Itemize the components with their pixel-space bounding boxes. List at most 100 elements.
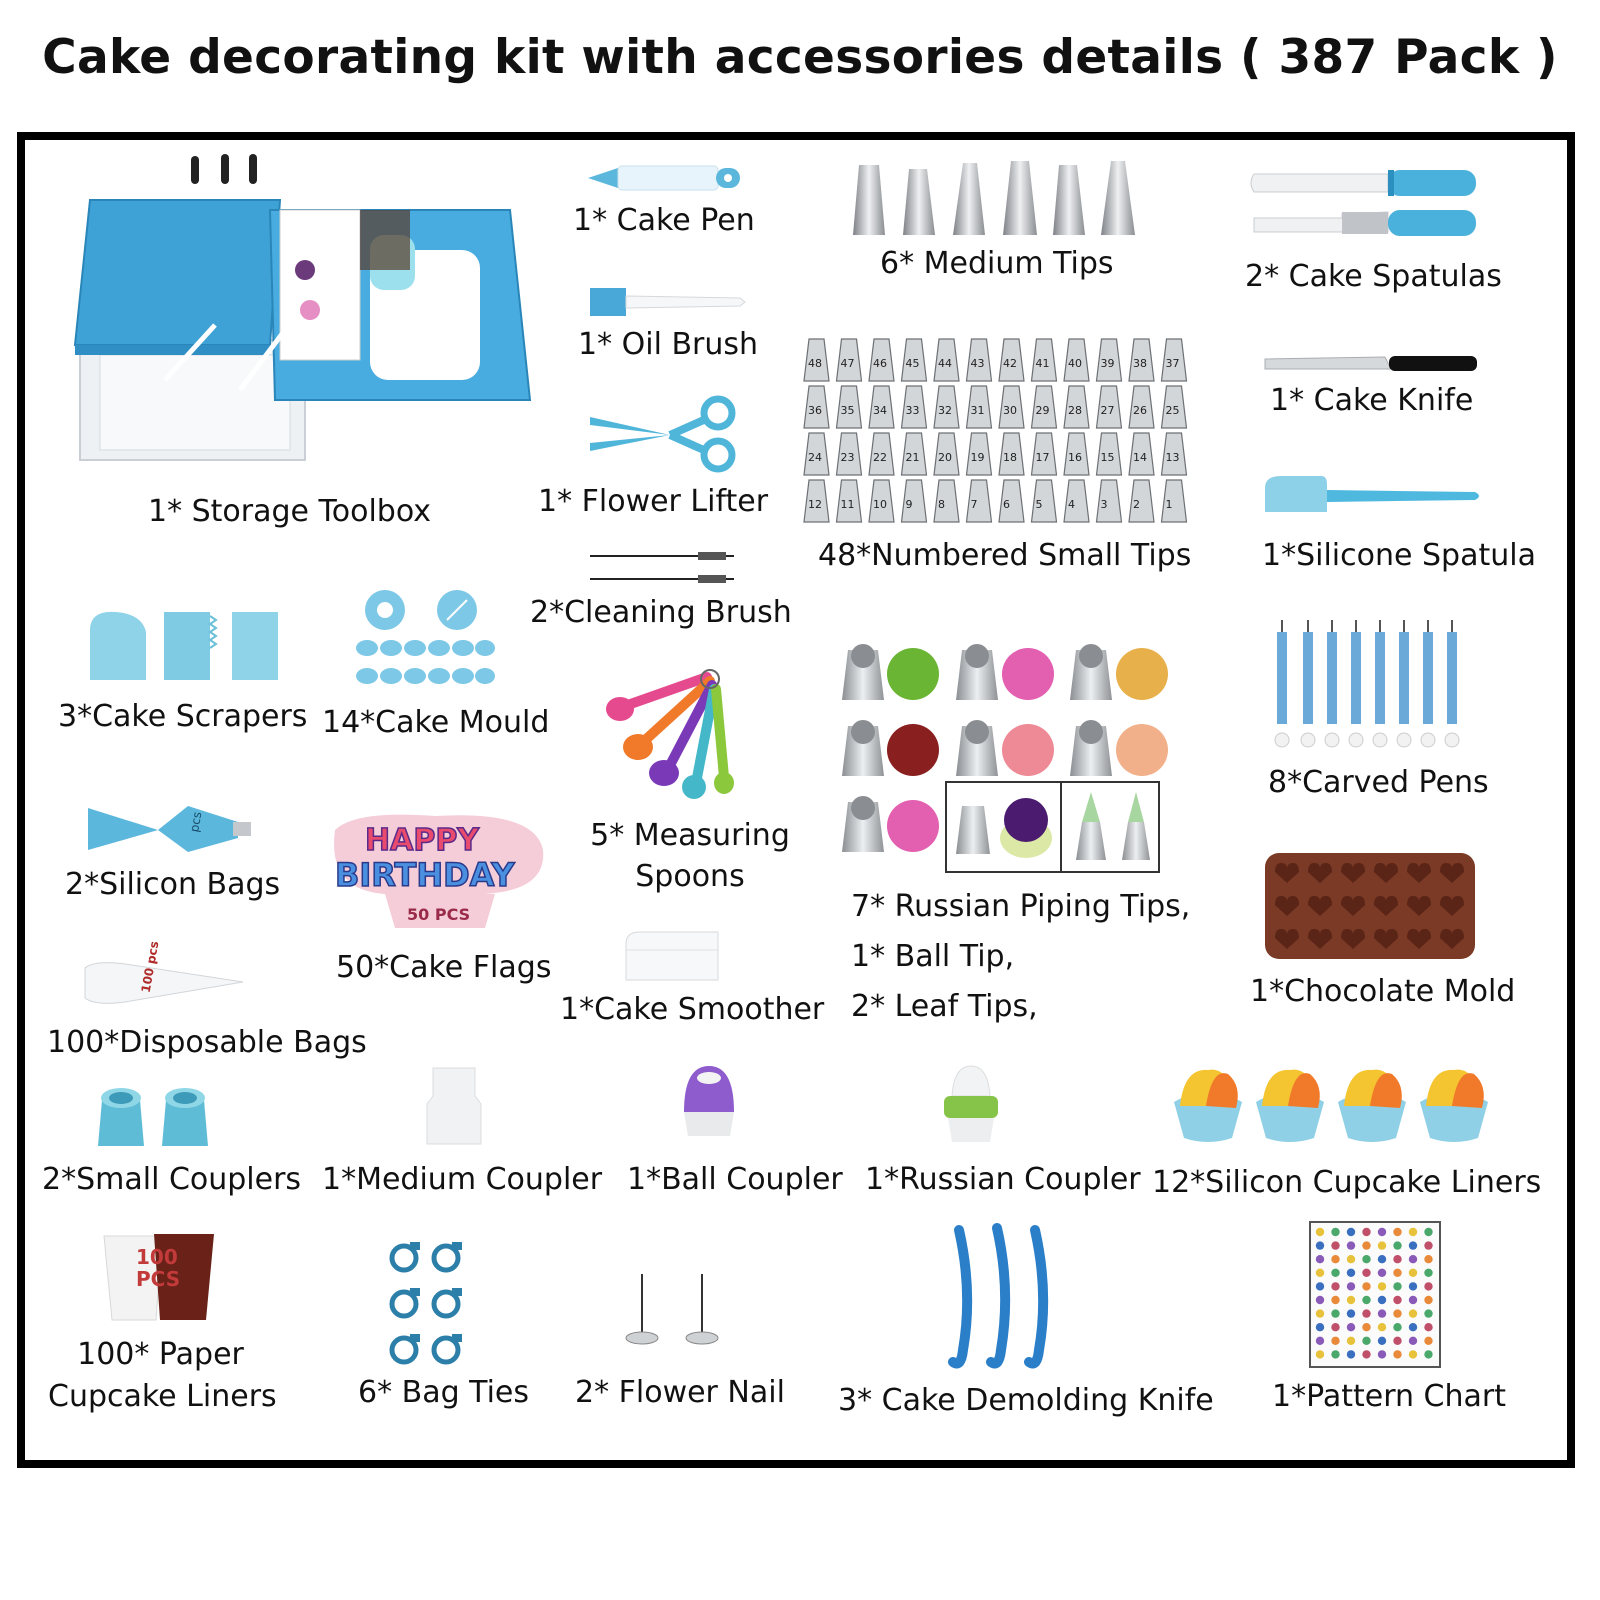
heart-cavity (1275, 896, 1299, 916)
carved-pens-label: 8*Carved Pens (1268, 765, 1489, 800)
tip-number: 18 (1003, 451, 1017, 464)
storage-toolbox-label: 1* Storage Toolbox (148, 494, 432, 529)
numbered-tip: 19 (965, 432, 993, 476)
numbered-tip: 48 (803, 338, 830, 382)
heart-cavity (1440, 863, 1464, 883)
cake-scrapers-image (90, 611, 278, 680)
flag-count: 50 PCS (407, 905, 470, 924)
chocolate-mold-image (1265, 853, 1475, 959)
medium-coupler-image (426, 1067, 482, 1145)
cake-flags-label: 50*Cake Flags (336, 950, 552, 985)
pattern-dot (1377, 1295, 1387, 1305)
heart-cavity (1308, 929, 1332, 949)
pattern-dot (1377, 1241, 1387, 1250)
pattern-dot (1331, 1282, 1340, 1291)
silicon-liner (1420, 1069, 1488, 1142)
pattern-dot (1346, 1227, 1356, 1237)
numbered-tip: 27 (1095, 385, 1123, 429)
cleaning-brush-image (590, 552, 734, 583)
pattern-dot (1424, 1350, 1433, 1359)
numbered-tip: 11 (835, 479, 863, 523)
pattern-dot (1393, 1268, 1402, 1277)
pattern-dot (1362, 1241, 1371, 1250)
numbered-tip: 2 (1128, 479, 1155, 523)
numbered-tip: 44 (933, 338, 960, 382)
bag-ties-label: 6* Bag Ties (358, 1375, 529, 1410)
pattern-dot (1315, 1309, 1325, 1318)
tip-number: 12 (808, 498, 822, 511)
numbered-tip: 20 (933, 432, 960, 476)
tip-number: 10 (873, 498, 887, 511)
oil-brush-image (590, 288, 746, 316)
numbered-tip: 34 (868, 385, 895, 429)
numbered-tip: 14 (1128, 432, 1155, 476)
pattern-dot (1377, 1309, 1387, 1318)
tip-number: 29 (1036, 404, 1050, 417)
numbered-tip: 18 (998, 432, 1025, 476)
heart-cavity (1374, 863, 1398, 883)
toolbox-tips-icon (191, 154, 257, 184)
pattern-dot (1362, 1268, 1371, 1277)
tip-number: 38 (1133, 357, 1147, 370)
tip-number: 45 (906, 357, 920, 370)
pattern-dot (1315, 1268, 1325, 1277)
pattern-dot (1377, 1350, 1387, 1359)
numbered-tip: 25 (1160, 385, 1188, 429)
pattern-dot (1424, 1323, 1433, 1332)
numbered-tip: 1 (1160, 479, 1188, 523)
pattern-dot (1346, 1336, 1356, 1345)
pattern-dot (1331, 1323, 1340, 1332)
pattern-dot (1331, 1227, 1340, 1237)
numbered-tip: 36 (803, 385, 830, 429)
tip-number: 8 (938, 498, 945, 511)
tip-number: 33 (906, 404, 920, 417)
pattern-dot (1408, 1268, 1418, 1277)
numbered-tip: 37 (1160, 338, 1188, 382)
tip-number: 46 (873, 357, 887, 370)
medium-coupler-label: 1*Medium Coupler (322, 1162, 603, 1197)
pattern-dot (1393, 1323, 1402, 1332)
tip-number: 3 (1101, 498, 1108, 511)
silicone-spatula-label: 1*Silicone Spatula (1262, 538, 1536, 573)
disposable-bags-label: 100*Disposable Bags (47, 1025, 367, 1060)
tip-number: 2 (1133, 498, 1140, 511)
pattern-dot (1377, 1255, 1387, 1264)
numbered-tip: 3 (1095, 479, 1123, 523)
tip-number: 16 (1068, 451, 1082, 464)
pattern-dot (1393, 1350, 1402, 1359)
russian-tips-image (842, 644, 1168, 873)
tip-number: 41 (1036, 357, 1050, 370)
pattern-dot (1331, 1255, 1340, 1264)
numbered-tip: 30 (998, 385, 1025, 429)
tip-number: 35 (841, 404, 855, 417)
pattern-dot (1377, 1336, 1387, 1345)
numbered-small-tips-label: 48*Numbered Small Tips (818, 538, 1192, 573)
pattern-dot (1362, 1323, 1371, 1332)
measuring-spoons-image (606, 669, 734, 799)
cake-knife-image (1264, 356, 1477, 371)
tip-number: 34 (873, 404, 887, 417)
cake-mould-image (356, 590, 495, 684)
pattern-dot (1408, 1336, 1418, 1345)
numbered-tip: 46 (868, 338, 895, 382)
heart-cavity (1407, 863, 1431, 883)
cake-flags-image: HAPPY BIRTHDAY 50 PCS (334, 814, 544, 928)
pattern-dot (1331, 1336, 1340, 1345)
cake-demolding-knife-label: 3* Cake Demolding Knife (838, 1383, 1214, 1418)
numbered-tip: 6 (998, 479, 1025, 523)
small-couplers-label: 2*Small Couplers (42, 1162, 302, 1197)
pattern-dot (1408, 1255, 1418, 1264)
paper-liner-print-line2: PCS (136, 1267, 180, 1291)
silicon-liner (1174, 1069, 1242, 1142)
russian-coupler-image (944, 1065, 998, 1142)
pattern-dot (1408, 1227, 1418, 1237)
pattern-dot (1346, 1350, 1356, 1359)
tip-number: 24 (808, 451, 822, 464)
numbered-tip: 26 (1128, 385, 1155, 429)
tip-number: 21 (906, 451, 920, 464)
heart-cavity (1440, 929, 1464, 949)
cake-smoother-label: 1*Cake Smoother (560, 992, 825, 1027)
pattern-dot (1315, 1282, 1325, 1291)
pattern-dot (1408, 1323, 1418, 1332)
